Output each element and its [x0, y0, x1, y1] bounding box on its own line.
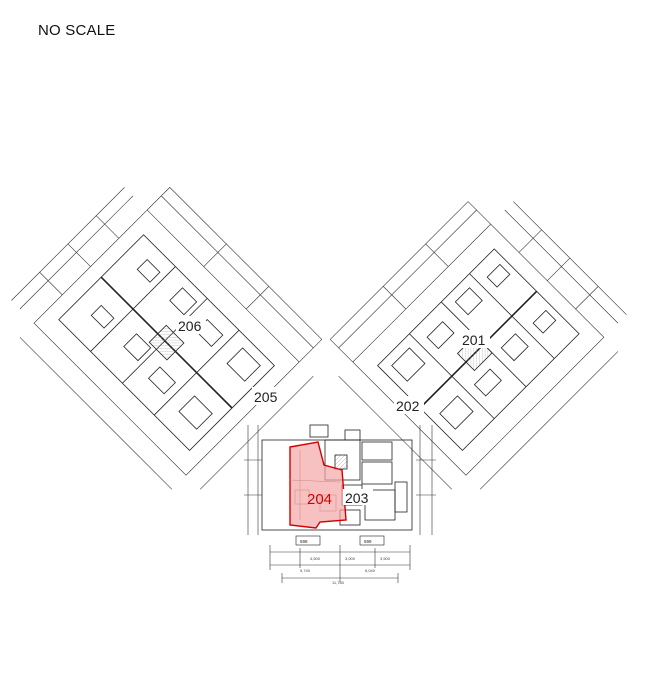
area-tag-right: 599 — [364, 539, 372, 544]
unit-label-202[interactable]: 202 — [396, 398, 420, 414]
dim-seg-a: 4,500 — [310, 556, 321, 561]
dim-bottom-right: 6,040 — [365, 568, 376, 573]
unit-label-204[interactable]: 204 — [307, 491, 332, 508]
unit-label-205[interactable]: 205 — [254, 389, 278, 405]
dim-bottom-total: 11,780 — [332, 580, 345, 585]
dim-seg-b: 3,000 — [345, 556, 356, 561]
unit-label-206[interactable]: 206 — [178, 318, 202, 334]
dim-seg-c: 3,500 — [380, 556, 391, 561]
left-wing — [11, 187, 323, 490]
unit-label-203[interactable]: 203 — [345, 490, 369, 506]
area-tag-left: 598 — [300, 539, 308, 544]
dim-bottom-left: 5,740 — [300, 568, 311, 573]
unit-204-highlight[interactable] — [289, 441, 347, 529]
center-block: 598 599 4,500 3,000 3,500 5,740 6,040 11… — [244, 424, 436, 585]
drawing-scale-note: NO SCALE — [38, 22, 116, 39]
unit-label-201[interactable]: 201 — [462, 332, 486, 348]
